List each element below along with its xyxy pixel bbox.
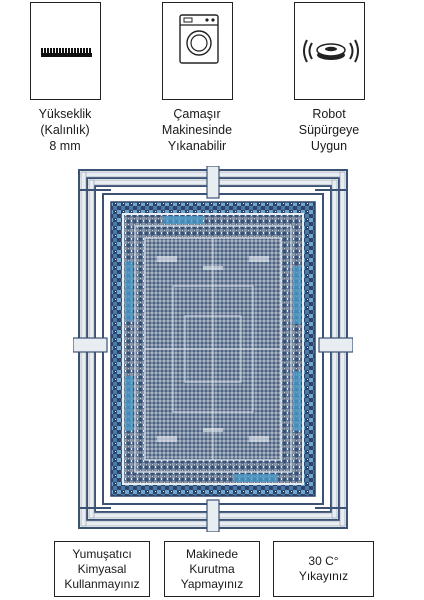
washing-machine-box bbox=[162, 2, 233, 100]
pile-height-label: Yükseklik (Kalınlık) 8 mm bbox=[38, 107, 92, 153]
no-softener-box: Yumuşatıcı Kimyasal Kullanmayınız bbox=[54, 541, 150, 597]
washing-machine-icon bbox=[179, 14, 219, 64]
no-machine-dry-box: Makinede Kurutma Yapmayınız bbox=[164, 541, 260, 597]
washing-machine-label: Çamaşır Makinesinde Yıkanabilir bbox=[161, 107, 233, 153]
pile-height-icon bbox=[41, 48, 92, 57]
pile-height-box bbox=[30, 2, 101, 100]
robot-vacuum-icon bbox=[303, 39, 359, 63]
robot-vacuum-box bbox=[294, 2, 365, 100]
wash-30-box: 30 C° Yıkayınız bbox=[273, 541, 374, 597]
rug-image bbox=[73, 166, 353, 532]
robot-vacuum-label: Robot Süpürgeye Uygun bbox=[298, 107, 360, 153]
